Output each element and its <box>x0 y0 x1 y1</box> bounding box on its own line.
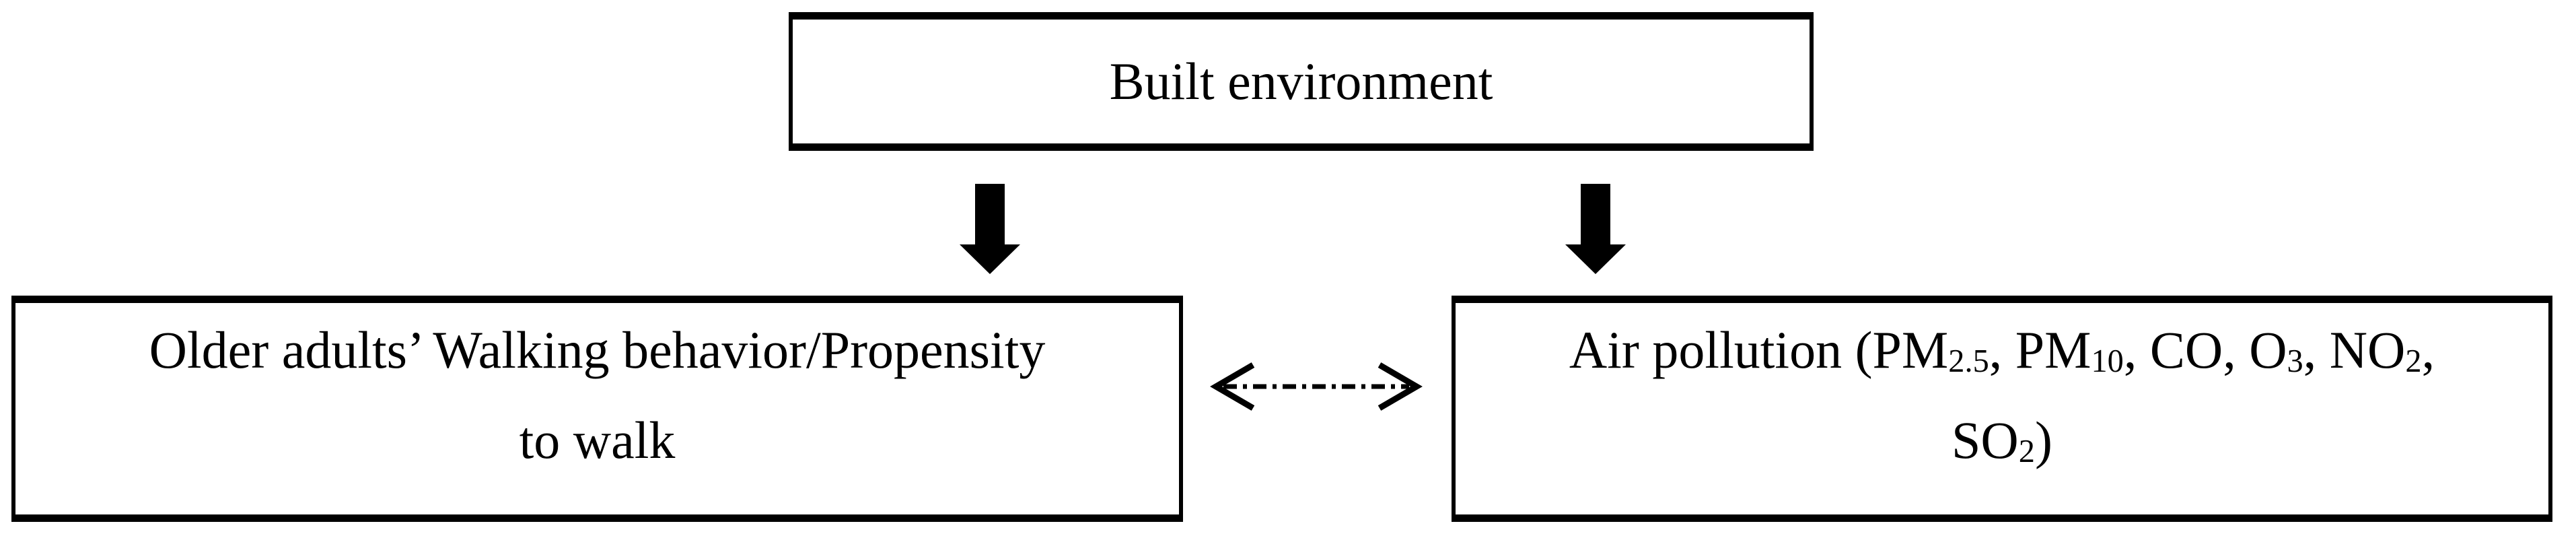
walking-behavior-box: Older adults’ Walking behavior/Propensit… <box>11 296 1183 522</box>
air-pollution-line1: Air pollution (PM2.5, PM10, CO, O3, NO2, <box>1569 321 2435 379</box>
built-environment-box: Built environment <box>789 12 1814 151</box>
down-arrow-icon <box>1565 184 1626 274</box>
right-chevron-arrowhead <box>1378 362 1423 411</box>
left-chevron-arrowhead <box>1210 362 1255 411</box>
down-arrow-right-shape <box>1565 184 1626 274</box>
air-pollution-box: Air pollution (PM2.5, PM10, CO, O3, NO2,… <box>1452 296 2552 522</box>
down-arrow-left-shape <box>960 184 1020 274</box>
built-environment-label: Built environment <box>1109 52 1493 110</box>
walking-behavior-line2: to walk <box>519 411 676 469</box>
air-pollution-line2: SO2) <box>1952 411 2052 469</box>
dashed-bidirectional-arrow-icon <box>1210 362 1423 411</box>
down-arrow-icon <box>960 184 1020 274</box>
walking-behavior-line1: Older adults’ Walking behavior/Propensit… <box>149 321 1046 379</box>
